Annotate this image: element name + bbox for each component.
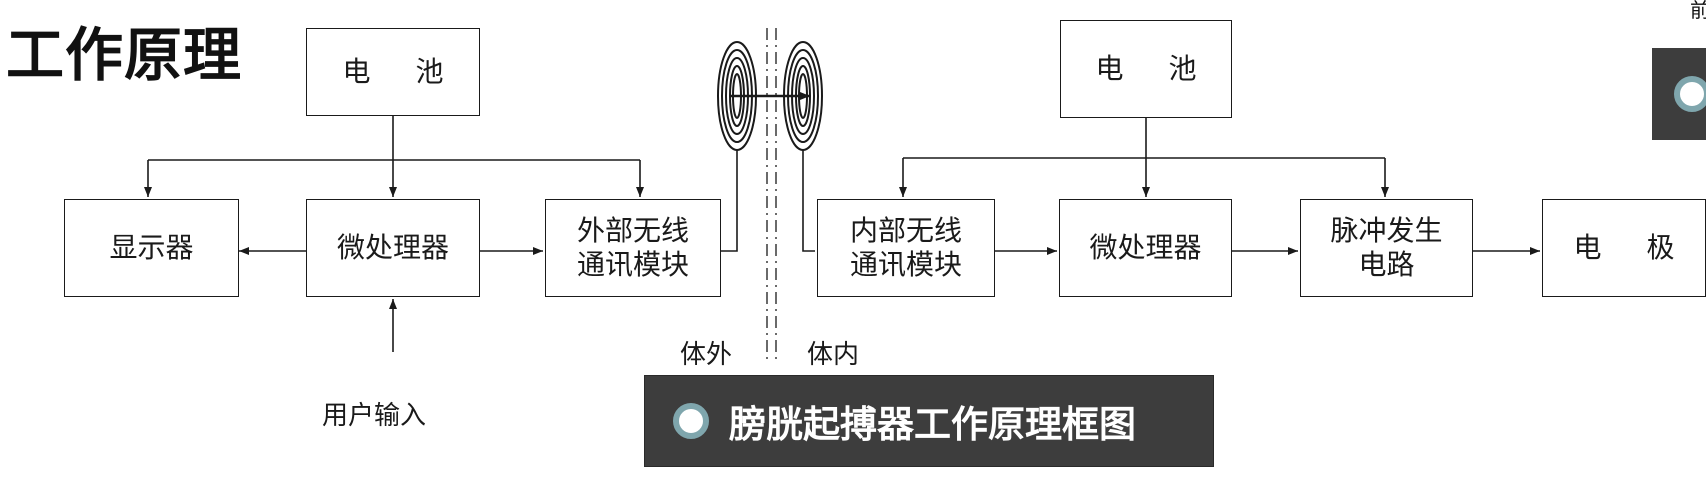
external-wireless-box: 外部无线 通讯模块 bbox=[545, 199, 721, 297]
ext-wireless-to-coil bbox=[721, 150, 738, 252]
int-coil-to-wireless bbox=[802, 150, 815, 252]
page-title: 工作原理 bbox=[6, 21, 243, 89]
display-box: 显示器 bbox=[64, 199, 239, 297]
external-battery-box: 电 池 bbox=[306, 28, 480, 116]
pulse-generator-box: 脉冲发生 电路 bbox=[1300, 199, 1473, 297]
internal-wireless-box: 内部无线 通讯模块 bbox=[817, 199, 995, 297]
corner-glyph: 前 bbox=[1690, 0, 1706, 22]
outside-body-label: 体外 bbox=[680, 340, 733, 370]
internal-microprocessor-box: 微处理器 bbox=[1059, 199, 1232, 297]
caption-bar: 膀胱起搏器工作原理框图 bbox=[644, 375, 1214, 467]
side-caption-panel bbox=[1652, 48, 1706, 140]
ring-bullet-icon bbox=[673, 403, 709, 439]
electrode-box: 电 极 bbox=[1542, 199, 1706, 297]
caption-text: 膀胱起搏器工作原理框图 bbox=[729, 403, 1136, 446]
inside-body-label: 体内 bbox=[807, 340, 860, 370]
external-microprocessor-box: 微处理器 bbox=[306, 199, 480, 297]
ring-bullet-icon bbox=[1674, 76, 1706, 112]
internal-battery-box: 电 池 bbox=[1060, 20, 1232, 118]
user-input-label: 用户输入 bbox=[322, 401, 427, 431]
